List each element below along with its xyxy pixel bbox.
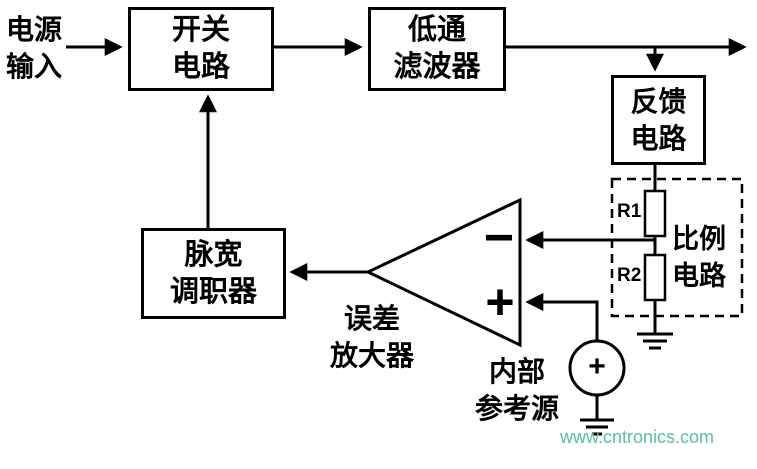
block-filter-label-line1: 低通 [407, 14, 466, 46]
proportional-circuit-label: 比例 电路 [672, 221, 726, 295]
resistor-r1 [643, 189, 667, 238]
ground-icon [637, 332, 673, 350]
error-amplifier-line2: 放大器 [329, 340, 414, 371]
wire-reference-to-plus-input [525, 293, 599, 341]
block-pwm-label-line1: 脉宽 [184, 238, 243, 271]
opamp-plus-input-symbol: + [485, 274, 515, 330]
opamp-minus-input-symbol: − [483, 209, 515, 267]
block-pwm-label-line2: 调职器 [169, 275, 257, 308]
block-feedback-label-line2: 电路 [630, 123, 687, 154]
proportional-label-line2: 电路 [672, 261, 726, 291]
ground-icon [580, 418, 614, 436]
reference-source-circle [568, 339, 626, 397]
block-feedback-circuit: 反馈 电路 [611, 75, 706, 165]
power-input-line1: 电源 [6, 14, 63, 45]
resistor-r1-label: R1 [617, 201, 642, 222]
proportional-label-line1: 比例 [672, 224, 726, 254]
proportional-dashed-box [610, 177, 744, 318]
power-input-label: 电源 输入 [6, 11, 62, 85]
block-filter-label-line2: 滤波器 [393, 51, 481, 83]
block-feedback-label-line1: 反馈 [630, 86, 687, 117]
internal-reference-label: 内部 参考源 [452, 353, 582, 427]
reference-source-plus-symbol: + [588, 350, 606, 383]
block-pwm-modulator: 脉宽 调职器 [141, 228, 286, 319]
internal-reference-line2: 参考源 [474, 393, 559, 424]
block-switch-circuit: 开关 电路 [128, 7, 274, 91]
internal-reference-line1: 内部 [488, 356, 545, 387]
opamp-triangle [364, 197, 522, 348]
resistor-r2 [643, 253, 667, 302]
block-switch-label-line2: 电路 [171, 51, 230, 83]
block-low-pass-filter: 低通 滤波器 [368, 7, 506, 91]
watermark: www.cntronics.com [560, 427, 715, 447]
error-amplifier-label: 误差 放大器 [302, 300, 442, 374]
resistor-r2-label: R2 [617, 265, 642, 286]
error-amplifier-line1: 误差 [343, 303, 400, 334]
block-switch-label-line1: 开关 [171, 14, 230, 46]
power-input-line2: 输入 [6, 51, 63, 82]
